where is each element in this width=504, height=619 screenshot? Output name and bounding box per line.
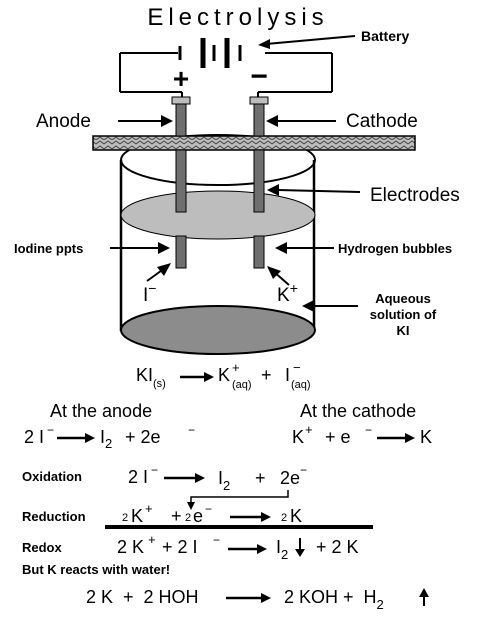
cathode-label: Cathode xyxy=(346,111,418,132)
battery-arrow xyxy=(265,35,356,45)
svg-text:−: − xyxy=(213,533,220,547)
svg-text:−: − xyxy=(47,423,54,437)
electrodes-label: Electrodes xyxy=(370,185,460,206)
svg-text:2 K + 2 HOH: 2 K + 2 HOH xyxy=(86,587,199,607)
svg-text:(aq): (aq) xyxy=(232,379,252,391)
anode-label: Anode xyxy=(36,111,91,132)
svg-text:2 I: 2 I xyxy=(128,467,148,487)
svg-text:K: K xyxy=(420,427,432,447)
redox-divider xyxy=(105,525,373,529)
svg-text:e: e xyxy=(193,506,203,526)
page-title: Electrolysis xyxy=(147,4,328,31)
aqueous-label-3: KI xyxy=(397,323,410,338)
gas-arrow xyxy=(419,588,429,597)
svg-text:2: 2 xyxy=(122,512,128,524)
svg-text:−: − xyxy=(365,423,372,437)
svg-text:+: + xyxy=(145,501,153,516)
svg-text:−: − xyxy=(188,423,195,437)
oxidation-equation: 2 I − I2 + 2e − xyxy=(128,463,307,493)
svg-text:+: + xyxy=(255,468,266,488)
svg-text:2: 2 xyxy=(185,512,191,524)
battery-circuit xyxy=(119,38,333,97)
svg-text:−: − xyxy=(205,502,212,516)
svg-text:I2: I2 xyxy=(100,427,112,451)
anode-half-equation: 2 I − I2 + 2e − xyxy=(24,423,195,451)
svg-text:2: 2 xyxy=(281,512,287,524)
svg-text:2 I: 2 I xyxy=(24,427,44,447)
svg-text:K: K xyxy=(218,365,230,385)
cathode-heading: At the cathode xyxy=(300,401,416,421)
electron-transfer-arrow xyxy=(190,490,289,503)
reduction-equation: 2 K + + 2 e − 2 K xyxy=(122,501,302,526)
plus-sign: + xyxy=(173,63,189,94)
svg-text:I2: I2 xyxy=(218,468,230,493)
svg-text:+: + xyxy=(171,506,182,526)
battery-icon xyxy=(178,38,242,68)
svg-text:+ 2e: + 2e xyxy=(125,427,161,447)
svg-text:2 K: 2 K xyxy=(117,537,144,557)
svg-text:+: + xyxy=(261,365,272,385)
solution-surface xyxy=(120,190,316,240)
svg-text:2 KOH + H2: 2 KOH + H2 xyxy=(284,587,384,612)
svg-text:K: K xyxy=(131,506,143,526)
svg-text:−: − xyxy=(151,463,158,477)
iodide-ion: I− xyxy=(143,280,156,306)
svg-text:2e: 2e xyxy=(280,468,300,488)
svg-text:−: − xyxy=(300,463,307,477)
reduction-label: Reduction xyxy=(22,509,86,524)
anode-electrode xyxy=(171,96,191,269)
beaker-base xyxy=(120,305,316,355)
anode-heading: At the anode xyxy=(50,401,152,421)
svg-text:+: + xyxy=(232,360,240,375)
svg-text:I2: I2 xyxy=(276,537,288,562)
svg-text:+ 2 K: + 2 K xyxy=(316,537,359,557)
potassium-ion: K+ xyxy=(277,280,298,306)
aqueous-label-1: Aqueous xyxy=(375,291,431,306)
svg-text:(aq): (aq) xyxy=(291,379,311,391)
hydrogen-bubbles-label: Hydrogen bubbles xyxy=(338,241,452,256)
redox-equation: 2 K + + 2 I − I2 + 2 K xyxy=(117,532,359,562)
battery-arrow-head xyxy=(258,39,270,49)
svg-text:K: K xyxy=(292,427,304,447)
water-note: But K reacts with water! xyxy=(22,562,170,577)
svg-text:I: I xyxy=(285,365,290,385)
minus-sign: − xyxy=(250,60,268,93)
aqueous-label-2: solution of xyxy=(370,307,437,322)
svg-text:+ 2 I: + 2 I xyxy=(162,537,198,557)
redox-label: Redox xyxy=(22,540,63,555)
svg-text:−: − xyxy=(293,360,301,375)
svg-text:KI(s): KI(s) xyxy=(136,365,166,390)
cathode-half-equation: K + + e − K xyxy=(292,422,432,447)
dissociation-equation: KI(s) K + (aq) + I − (aq) xyxy=(136,360,311,391)
svg-text:+: + xyxy=(148,532,156,547)
beaker xyxy=(119,134,316,355)
battery-label: Battery xyxy=(361,28,409,44)
svg-text:K: K xyxy=(290,506,302,526)
water-equation: 2 K + 2 HOH 2 KOH + H2 xyxy=(86,587,429,612)
svg-text:+ e: + e xyxy=(325,427,351,447)
oxidation-label: Oxidation xyxy=(22,469,82,484)
electrode-support xyxy=(92,135,416,151)
precipitate-arrow xyxy=(295,549,305,557)
iodine-ppts-label: Iodine ppts xyxy=(14,241,83,256)
svg-text:+: + xyxy=(305,422,313,437)
cathode-electrode xyxy=(249,96,269,269)
